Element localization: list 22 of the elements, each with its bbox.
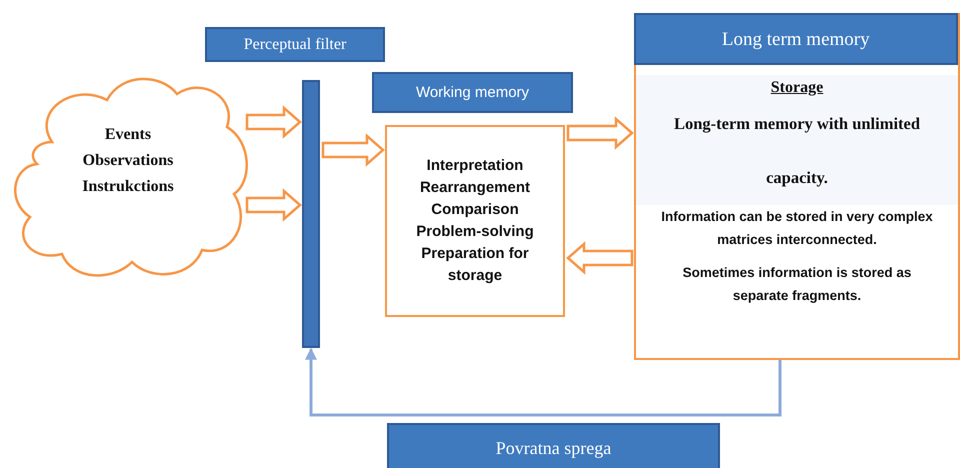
block-arrow: [566, 116, 634, 150]
process-step: Problem-solving: [397, 221, 553, 243]
feedback-arrow: [305, 348, 782, 416]
process-step: Rearrangement: [397, 177, 553, 199]
header-box: Working memory: [372, 72, 573, 113]
process-step: Preparation for storage: [397, 243, 553, 287]
header-box: Povratna sprega: [387, 423, 720, 468]
process-step: Interpretation: [397, 155, 553, 177]
panel-header: Long term memory: [634, 13, 958, 65]
section-heading: Storage: [636, 75, 958, 97]
body-text: Long-term memory with unlimited capacity.: [636, 97, 958, 205]
header-box: Perceptual filter: [205, 27, 385, 62]
block-arrow: [246, 105, 302, 139]
process-step: Comparison: [397, 199, 553, 221]
filter-bar: [302, 80, 320, 348]
body-text: Sometimes information is stored as separate fragments.: [682, 264, 912, 305]
block-arrow: [566, 241, 634, 275]
block-arrow: [246, 188, 302, 222]
block-arrow: [322, 133, 385, 167]
process-box: [385, 125, 565, 317]
body-text: Information can be stored in very complex matrices interconnected.: [660, 208, 934, 249]
memory-panel: [634, 13, 960, 360]
